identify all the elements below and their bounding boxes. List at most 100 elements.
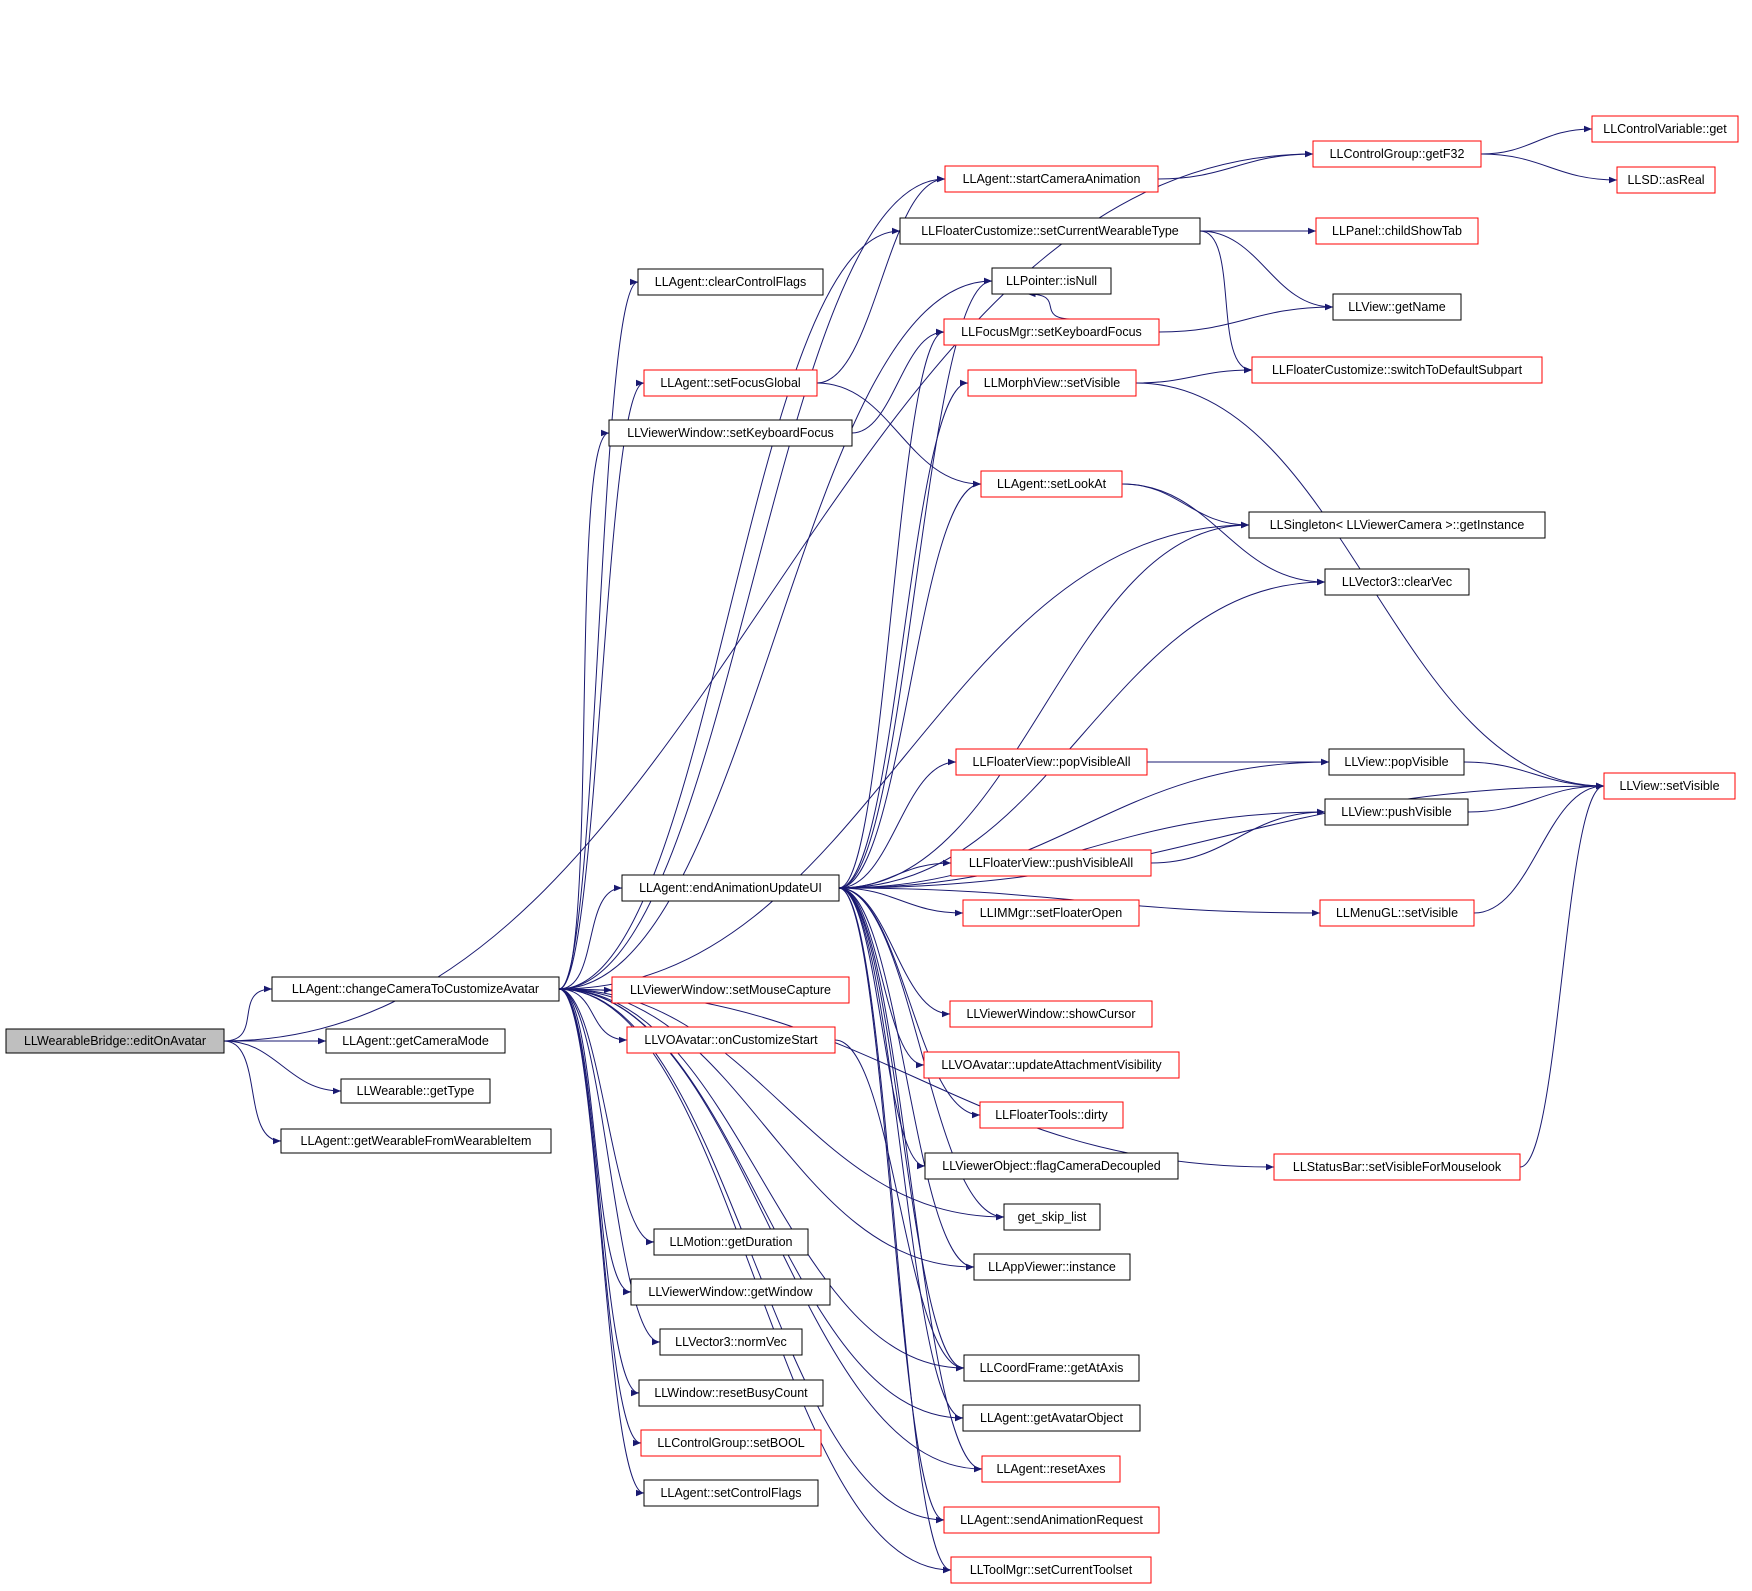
edge-setCurrentWearableType-to-switchToDefaultSubpart — [1199, 230, 1253, 374]
edge-setCurrentWearableType-to-viewGetName — [1199, 230, 1334, 311]
node-floatertools-dirty[interactable]: LLFloaterTools::dirty — [979, 1101, 1124, 1129]
node-setcurrenttoolset[interactable]: LLToolMgr::setCurrentToolset — [950, 1556, 1152, 1584]
edge-onCustomizeStart-to-getAtAxis — [834, 1039, 965, 1372]
svg-text:LLWearable::getType: LLWearable::getType — [357, 1084, 475, 1098]
node-get-skip-list[interactable]: get_skip_list — [1003, 1203, 1101, 1231]
node-singleton-getinstance[interactable]: LLSingleton< LLViewerCamera >::getInstan… — [1248, 511, 1546, 539]
edge-endAnimationUpdateUI-to-setLookAt — [838, 480, 982, 889]
node-showcursor[interactable]: LLViewerWindow::showCursor — [949, 1000, 1153, 1028]
svg-text:LLAgent::setControlFlags: LLAgent::setControlFlags — [660, 1486, 801, 1500]
node-view-getname[interactable]: LLView::getName — [1332, 293, 1462, 321]
node-startcameraanimation[interactable]: LLAgent::startCameraAnimation — [944, 165, 1159, 193]
node-setfloateropen[interactable]: LLIMMgr::setFloaterOpen — [962, 899, 1140, 927]
edge-endAnimationUpdateUI-to-sendAnimationRequest — [838, 887, 945, 1524]
svg-text:LLAgent::startCameraAnimation: LLAgent::startCameraAnimation — [963, 172, 1141, 186]
edge-endAnimationUpdateUI-to-resetAxes — [838, 887, 983, 1473]
svg-text:LLCoordFrame::getAtAxis: LLCoordFrame::getAtAxis — [980, 1361, 1124, 1375]
edge-setVisibleForMouselook-to-viewSetVisible — [1519, 782, 1605, 1168]
node-focusmgr-setkeyboardfocus[interactable]: LLFocusMgr::setKeyboardFocus — [943, 318, 1160, 346]
svg-text:LLControlGroup::getF32: LLControlGroup::getF32 — [1330, 147, 1465, 161]
node-endanimationupdateui[interactable]: LLAgent::endAnimationUpdateUI — [621, 874, 840, 902]
svg-text:LLMenuGL::setVisible: LLMenuGL::setVisible — [1336, 906, 1458, 920]
edge-changeCamera-to-startCameraAnimation — [558, 175, 946, 990]
svg-text:LLFloaterCustomize::switchToDe: LLFloaterCustomize::switchToDefaultSubpa… — [1272, 363, 1523, 377]
node-appviewer-instance[interactable]: LLAppViewer::instance — [973, 1253, 1131, 1281]
svg-text:LLSingleton< LLViewerCamera >:: LLSingleton< LLViewerCamera >::getInstan… — [1270, 518, 1525, 532]
node-lsd-asreal[interactable]: LLSD::asReal — [1616, 166, 1716, 194]
svg-text:LLToolMgr::setCurrentToolset: LLToolMgr::setCurrentToolset — [970, 1563, 1133, 1577]
node-clearcontrolflags[interactable]: LLAgent::clearControlFlags — [637, 268, 824, 296]
node-viewerwindow-setkeyboardfocus[interactable]: LLViewerWindow::setKeyboardFocus — [608, 419, 853, 447]
svg-text:LLWindow::resetBusyCount: LLWindow::resetBusyCount — [654, 1386, 808, 1400]
node-morphview-setvisible[interactable]: LLMorphView::setVisible — [967, 369, 1137, 397]
node-popvisibleall[interactable]: LLFloaterView::popVisibleAll — [955, 748, 1148, 776]
svg-text:LLFocusMgr::setKeyboardFocus: LLFocusMgr::setKeyboardFocus — [961, 325, 1142, 339]
edge-changeCamera-to-motionGetDuration — [558, 988, 655, 1246]
svg-text:LLViewerWindow::showCursor: LLViewerWindow::showCursor — [966, 1007, 1135, 1021]
node-pushvisibleall[interactable]: LLFloaterView::pushVisibleAll — [950, 849, 1152, 877]
svg-text:LLView::popVisible: LLView::popVisible — [1344, 755, 1448, 769]
node-normvec[interactable]: LLVector3::normVec — [659, 1328, 803, 1356]
edge-changeCamera-to-resetBusyCount — [558, 988, 640, 1397]
svg-text:LLVOAvatar::updateAttachmentVi: LLVOAvatar::updateAttachmentVisibility — [941, 1058, 1162, 1072]
svg-text:LLStatusBar::setVisibleForMous: LLStatusBar::setVisibleForMouselook — [1293, 1160, 1502, 1174]
node-childshowtab[interactable]: LLPanel::childShowTab — [1315, 217, 1479, 245]
svg-text:LLControlVariable::get: LLControlVariable::get — [1603, 122, 1727, 136]
node-getf32[interactable]: LLControlGroup::getF32 — [1312, 140, 1482, 168]
node-view-pushvisible[interactable]: LLView::pushVisible — [1324, 798, 1469, 826]
node-oncustomizestart[interactable]: LLVOAvatar::onCustomizeStart — [626, 1026, 836, 1054]
node-getataxis[interactable]: LLCoordFrame::getAtAxis — [963, 1354, 1140, 1382]
svg-text:LLAppViewer::instance: LLAppViewer::instance — [988, 1260, 1116, 1274]
node-pointer-isnull[interactable]: LLPointer::isNull — [991, 267, 1112, 295]
node-getavatarobject[interactable]: LLAgent::getAvatarObject — [962, 1404, 1141, 1432]
svg-text:get_skip_list: get_skip_list — [1018, 1210, 1087, 1224]
node-getwearablefromwearableitem[interactable]: LLAgent::getWearableFromWearableItem — [280, 1128, 552, 1154]
node-setmousecapture[interactable]: LLViewerWindow::setMouseCapture — [611, 976, 850, 1004]
node-clearvec[interactable]: LLVector3::clearVec — [1324, 568, 1470, 596]
svg-text:LLWearableBridge::editOnAvatar: LLWearableBridge::editOnAvatar — [24, 1034, 206, 1048]
edge-setFocusGlobal-to-setLookAt — [816, 382, 982, 488]
node-resetbusycount[interactable]: LLWindow::resetBusyCount — [638, 1379, 824, 1407]
node-setbool[interactable]: LLControlGroup::setBOOL — [640, 1429, 822, 1457]
node-flagcameradecoupled[interactable]: LLViewerObject::flagCameraDecoupled — [924, 1152, 1179, 1180]
node-setfocusglobal[interactable]: LLAgent::setFocusGlobal — [643, 369, 818, 397]
edge-setFocusGlobal-to-startCameraAnimation — [816, 175, 946, 384]
node-resetaxes[interactable]: LLAgent::resetAxes — [981, 1455, 1121, 1483]
edge-endAnimationUpdateUI-to-flagCameraDecoupled — [838, 887, 926, 1170]
node-editonavatar[interactable]: LLWearableBridge::editOnAvatar — [5, 1028, 225, 1054]
svg-text:LLAgent::getCameraMode: LLAgent::getCameraMode — [342, 1034, 489, 1048]
node-menugl-setvisible[interactable]: LLMenuGL::setVisible — [1319, 899, 1475, 927]
edge-endAnimationUpdateUI-to-updateAttachmentVisibility — [838, 887, 925, 1069]
node-setvisibleformouselook[interactable]: LLStatusBar::setVisibleForMouselook — [1273, 1153, 1521, 1181]
node-setlookat[interactable]: LLAgent::setLookAt — [980, 470, 1123, 498]
node-sendanimationrequest[interactable]: LLAgent::sendAnimationRequest — [943, 1506, 1160, 1534]
edge-endAnimationUpdateUI-to-getAtAxis — [838, 887, 965, 1372]
node-changecameratocustomizeavatar[interactable]: LLAgent::changeCameraToCustomizeAvatar — [271, 976, 560, 1002]
node-motion-getduration[interactable]: LLMotion::getDuration — [653, 1228, 809, 1256]
svg-text:LLIMMgr::setFloaterOpen: LLIMMgr::setFloaterOpen — [980, 906, 1122, 920]
svg-text:LLAgent::endAnimationUpdateUI: LLAgent::endAnimationUpdateUI — [639, 881, 822, 895]
svg-text:LLView::setVisible: LLView::setVisible — [1619, 779, 1719, 793]
node-view-popvisible[interactable]: LLView::popVisible — [1328, 748, 1465, 776]
edge-editOnAvatar-to-changeCamera — [223, 985, 273, 1042]
node-getcameramode[interactable]: LLAgent::getCameraMode — [325, 1028, 506, 1054]
edge-pushVisible-to-viewSetVisible — [1467, 782, 1605, 813]
node-setcurrentwearabletype[interactable]: LLFloaterCustomize::setCurrentWearableTy… — [899, 217, 1201, 245]
edge-endAnimationUpdateUI-to-pushVisibleAll — [838, 859, 952, 889]
edge-setLookAt-to-getInstance — [1121, 483, 1250, 529]
edge-endAnimationUpdateUI-to-popVisible — [838, 758, 1330, 889]
svg-text:LLView::getName: LLView::getName — [1348, 300, 1446, 314]
edge-getF32-to-asReal — [1480, 153, 1618, 184]
edge-changeCamera-to-setFocusGlobal — [558, 379, 645, 990]
node-setcontrolflags[interactable]: LLAgent::setControlFlags — [643, 1479, 819, 1507]
edge-changeCamera-to-vwSetKeyboardFocus — [558, 429, 610, 990]
node-wearable-gettype[interactable]: LLWearable::getType — [340, 1078, 491, 1104]
node-viewerwindow-getwindow[interactable]: LLViewerWindow::getWindow — [630, 1278, 831, 1306]
node-view-setvisible[interactable]: LLView::setVisible — [1603, 772, 1736, 800]
svg-text:LLAgent::sendAnimationRequest: LLAgent::sendAnimationRequest — [960, 1513, 1143, 1527]
edge-menuSetVisible-to-viewSetVisible — [1473, 782, 1605, 914]
node-controlvariable-get[interactable]: LLControlVariable::get — [1591, 115, 1739, 143]
node-updateattachmentvisibility[interactable]: LLVOAvatar::updateAttachmentVisibility — [923, 1051, 1180, 1079]
svg-text:LLPointer::isNull: LLPointer::isNull — [1006, 274, 1097, 288]
node-switchtodefaultsubpart[interactable]: LLFloaterCustomize::switchToDefaultSubpa… — [1251, 356, 1543, 384]
